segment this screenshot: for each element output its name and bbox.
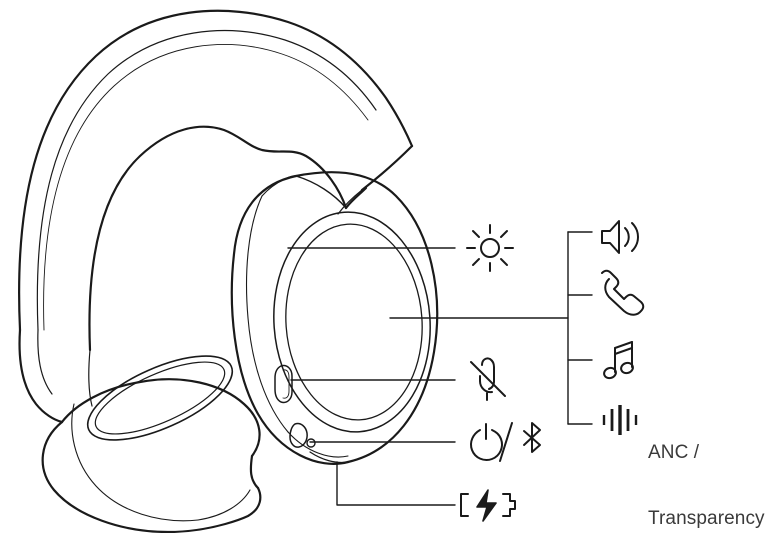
right-earcup-outer-left [230,174,350,465]
mic-capsule [481,357,495,390]
callout-leader-lines [287,247,569,506]
bluetooth-rune [523,422,541,453]
sun-led-icon [466,224,514,272]
earcup-face-outer-disc [273,211,431,433]
note-head-left [603,366,617,380]
power-arc [470,429,503,461]
phone-handset-icon [601,269,645,316]
bluetooth-symbol [523,422,541,453]
anc-waveform-icon [602,405,638,435]
left-earcup-wall-line [71,403,199,522]
speaker-wave-inner [624,227,630,247]
sun-ray-nw [472,230,480,238]
microphone-mute-icon [470,357,506,401]
left-earcup-wall-line-2 [197,489,251,521]
cushion-inner-ellipse [94,361,226,435]
left-band-lower-inner [37,329,53,395]
left-band-lower [18,328,64,424]
headband-inner-edge [36,29,377,331]
note-beam-top [614,341,633,349]
mute-button-inner [282,369,290,399]
headband-padding-line [43,44,369,331]
headband-interior-arc [88,125,348,352]
leader-line-charging [336,461,456,506]
anc-label-line-2: Transparency [648,508,765,529]
function-bracket [567,231,593,425]
anc-transparency-label: ANC / Transparency [648,398,765,533]
mute-button [274,364,293,404]
sun-ray-sw [472,258,480,266]
earcup-face-touch-disc [285,223,423,421]
headphones-illustration [18,9,439,533]
mic-arc [479,375,493,394]
right-earcup-bottom-edge [309,451,349,464]
left-earcup-cushion-ring [86,355,234,441]
slider-arm-outer [360,144,414,192]
cushion-outer-ellipse [86,355,234,441]
speaker-wave-outer [631,222,639,252]
power-symbol [470,423,503,461]
battery-right-cap [502,493,516,517]
right-earcup-depth-left [245,195,289,433]
power-bluetooth-slash [499,422,513,462]
mic-slash [470,361,506,397]
slider-arm-join [295,175,347,209]
left-earcup-outer-upper [60,378,261,458]
right-earcup-depth-bottom [287,431,349,458]
battery-left-cap [460,493,469,517]
sun-ray-ne [500,230,508,238]
handset-body [601,269,645,316]
sun-core [480,238,500,258]
note-beam-bottom [614,347,633,355]
power-bluetooth-icon [470,422,541,462]
slider-arm-inner-top [344,186,368,210]
anc-label-line-1: ANC / [648,442,700,463]
speaker-volume-icon [601,220,639,254]
note-head-right [620,361,634,375]
power-led-circle [306,438,316,448]
left-earcup-right-edge [249,454,260,490]
headband-outer-edge [18,9,414,332]
sun-ray-se [500,258,508,266]
battery-bolt [476,489,497,522]
left-earcup-outer-lower [41,420,262,533]
slider-arm-edge [337,189,363,215]
right-earcup-outer-right [294,171,439,464]
speaker-body [601,220,620,254]
spacer-node [152,390,153,391]
headband-interior-lower [88,349,93,407]
power-slider [289,422,308,448]
battery-charging-icon [460,489,516,522]
right-earcup-depth-top [261,175,297,197]
music-note-icon [603,341,634,380]
